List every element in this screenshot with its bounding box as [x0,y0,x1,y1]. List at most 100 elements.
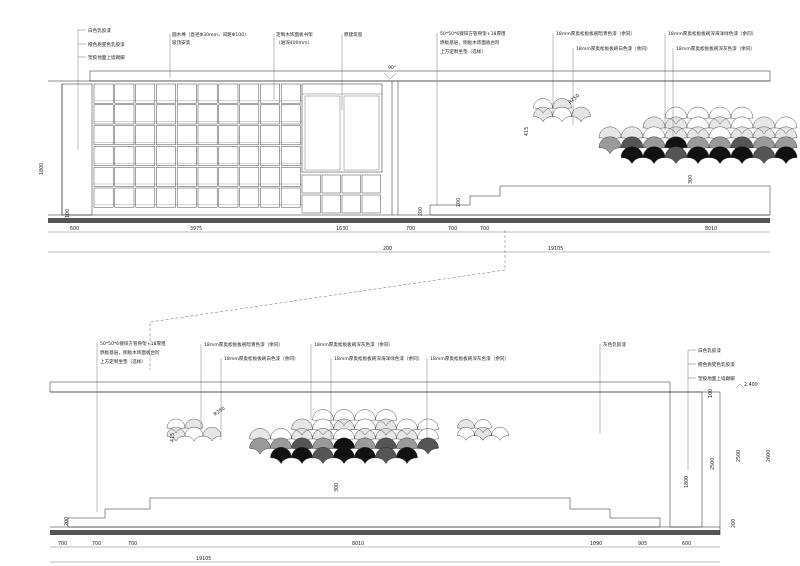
svg-text:1090: 1090 [590,541,602,547]
svg-text:415: 415 [524,127,530,136]
scale-fan [375,447,397,465]
callout-bookshelf: 定制木饰面板书架 [276,31,313,38]
shelf-cell [260,146,280,166]
shelf-cell [114,166,135,187]
shelf-cell [156,83,176,104]
scale-fan [491,427,509,441]
shelf-cell [197,125,218,146]
svg-text:18mm厚奥松板板刷暗青色漆（余同）: 18mm厚奥松板板刷暗青色漆（余同） [204,341,283,348]
svg-text:200: 200 [418,207,424,216]
svg-text:上方定制坐垫（选样）: 上方定制坐垫（选样） [100,358,146,365]
svg-text:上方定制坐垫（选样）: 上方定制坐垫（选样） [440,48,486,55]
shelf-cell [135,125,156,146]
svg-text:300: 300 [688,175,694,184]
scale-pattern-top [598,106,798,165]
shelf-cell [176,83,197,104]
svg-text:200: 200 [64,517,70,526]
shelf-cell [218,146,239,166]
shelf-cell [156,187,176,208]
callout-wood-rod: 圆木棒（直径Φ30mm，间距Φ100） [172,31,249,38]
scale-fan [184,426,204,442]
bottom-dimensions: 700 700 700 8010 1090 905 600 19105 415 … [50,389,772,563]
shelf-cell [156,104,176,125]
svg-text:1800: 1800 [684,476,690,488]
shelf-cell [301,174,321,194]
top-ceiling-band [89,70,771,82]
svg-text:200: 200 [731,519,737,528]
shelf-cell [114,104,135,125]
scale-fan [291,447,313,465]
svg-text:1630: 1630 [336,226,348,232]
svg-text:200: 200 [383,246,392,252]
svg-text:50*50*6镀锌方管骨架+18厚阻: 50*50*6镀锌方管骨架+18厚阻 [100,340,166,347]
bottom-floor-slab [50,530,720,535]
shelf-cell [93,187,114,208]
shelf-cell [176,166,197,187]
shelf-cell [280,83,301,104]
shelf-cell [239,146,260,166]
callout-ceiling-mount: 吸顶安装 [172,39,191,46]
shelf-cell [135,146,156,166]
scale-fan [533,106,553,123]
svg-text:18mm厚奥松板板刷白色漆（余同）: 18mm厚奥松板板刷白色漆（余同） [576,45,651,52]
svg-text:8010: 8010 [352,541,364,547]
top-left-column [61,83,93,216]
svg-text:600: 600 [682,541,691,547]
shelf-cell [197,187,218,208]
shelf-cell [280,146,301,166]
svg-text:2600: 2600 [766,450,772,462]
callout-window: 原建筑窗 [344,31,363,38]
bottom-callouts-right: 白色乳胶漆 檀色质变色乳胶漆 塑胶地面上墙踢脚 2.400 [687,347,758,470]
top-callouts-top: 圆木棒（直径Φ30mm，间距Φ100） 吸顶安装 定制木饰面板书架 （进深400… [169,31,396,110]
shelf-cell [114,83,135,104]
bottom-right-column [669,391,703,528]
shelf-cell [197,83,218,104]
scale-fan [457,427,475,441]
shelf-cell [218,125,239,146]
callout-white-paint: 白色乳胶漆 [88,27,111,34]
scale-fan [396,447,418,465]
scale-fan [270,447,292,465]
svg-text:700: 700 [128,541,137,547]
shelf-cell [280,166,301,187]
svg-text:19105: 19105 [196,556,211,562]
shelf-cell [280,187,301,208]
scale-pattern-bottom [249,409,439,465]
bottom-paint-notes: 18mm厚奥松板板刷暗青色漆（余同） 18mm厚奥松板板刷白色漆（余同） 18m… [200,341,626,445]
shelf-cell [197,146,218,166]
bottom-ceiling-band [49,381,671,393]
scale-fan [686,146,710,165]
shelf-cell [93,146,114,166]
level-mark: 2.400 [744,382,758,388]
scale-fan [774,146,798,165]
svg-text:700: 700 [480,226,489,232]
scale-fan [664,146,688,165]
shelf-cell [321,194,341,214]
callout-bookshelf-depth: （进深400mm） [276,39,312,46]
scale-fan [166,426,186,442]
shelf-cell [93,166,114,187]
shelf-cell [239,104,260,125]
scale-fan [730,146,754,165]
scale-fan [598,136,622,155]
svg-text:100: 100 [65,209,71,218]
section-link-line [149,230,506,370]
shelf-cell [114,146,135,166]
shelf-cell [156,146,176,166]
shelf-cell [156,125,176,146]
shelf-cell [135,104,156,125]
scale-fan [354,447,376,465]
shelf-cell [260,187,280,208]
top-radius: R250 [567,93,580,106]
bottom-radius: R250 [213,406,227,418]
scale-fan [417,437,439,455]
scale-fan [249,437,271,455]
shelf-cell [260,104,280,125]
svg-text:19105: 19105 [548,246,563,252]
scale-fan [474,427,492,441]
shelf-cell [176,146,197,166]
shelf-cell [280,104,301,125]
svg-text:300: 300 [334,483,340,492]
scale-fan [202,426,222,442]
